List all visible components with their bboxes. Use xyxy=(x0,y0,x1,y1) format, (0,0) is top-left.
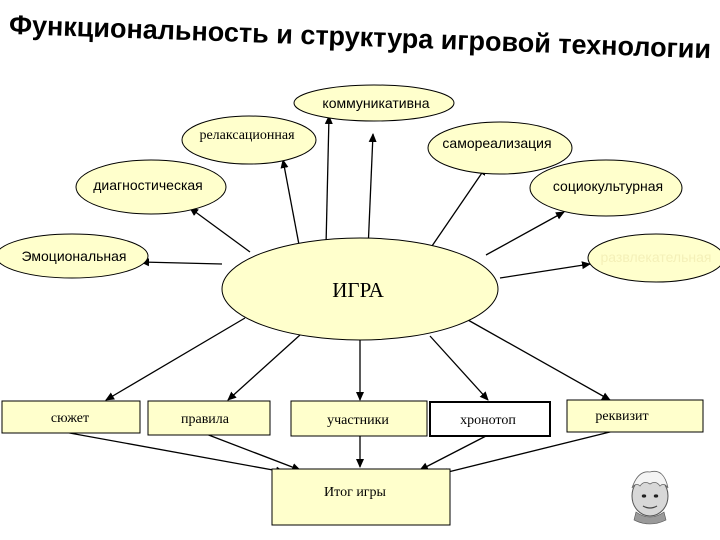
structure-label: реквизит xyxy=(595,409,648,424)
function-label: социокультурная xyxy=(553,178,663,194)
einstein-portrait-icon xyxy=(631,470,669,525)
structure-label: хронотоп xyxy=(460,413,516,428)
function-arrows xyxy=(140,115,591,279)
function-node-sociocultural: социокультурная xyxy=(529,159,683,217)
structure-label: сюжет xyxy=(51,411,89,426)
page-title: Функциональность и структура игровой тех… xyxy=(9,10,712,64)
result-arrows xyxy=(63,429,619,476)
function-node-emotional: Эмоциональная xyxy=(0,233,149,279)
structure-box-chronotope: хронотоп xyxy=(429,401,551,437)
function-node-diagnostic: диагностическая xyxy=(75,159,227,215)
result-box: Итог игры xyxy=(271,468,451,526)
function-node-communicative: коммуникативна xyxy=(293,84,455,122)
function-label: самореализация xyxy=(442,135,551,151)
function-label: Эмоциональная xyxy=(21,248,126,264)
structure-box-props: реквизит xyxy=(566,399,704,433)
structure-box-plot: сюжет xyxy=(1,400,141,434)
structure-label: участники xyxy=(327,413,389,428)
center-node: ИГРА xyxy=(221,237,499,341)
function-node-self-realization: самореализация xyxy=(427,121,573,175)
structure-arrows xyxy=(105,317,611,401)
function-label: коммуникативна xyxy=(322,95,429,111)
function-label: развлекательная xyxy=(601,249,712,265)
function-node-relaxation: релаксационная xyxy=(181,115,317,165)
function-node-hidden-right: развлекательная xyxy=(587,233,720,283)
structure-box-rules: правила xyxy=(147,400,271,436)
function-label: диагностическая xyxy=(93,177,203,193)
result-label: Итог игры xyxy=(324,485,387,500)
structure-box-participants: участники xyxy=(290,400,428,437)
structure-label: правила xyxy=(181,412,230,427)
function-label: релаксационная xyxy=(199,128,295,143)
center-label: ИГРА xyxy=(332,278,384,302)
